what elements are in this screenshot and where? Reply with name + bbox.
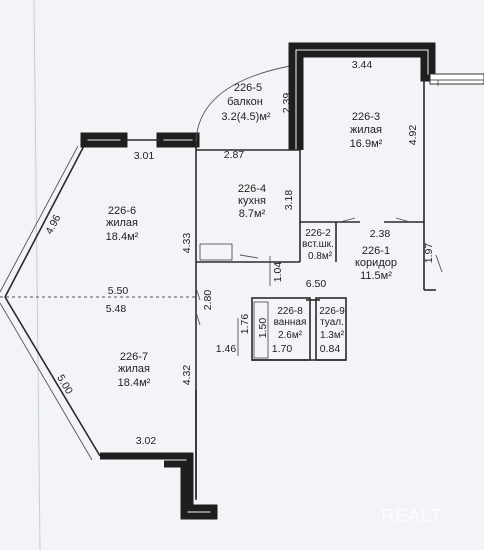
room-226-3: 226-3 жилая 16.9м² (350, 111, 383, 150)
door-swing (195, 311, 201, 326)
dimension-label: 2.38 (370, 228, 391, 240)
window-frame-right (429, 73, 484, 85)
svg-text:коридор: коридор (355, 257, 397, 269)
kitchen-stove (199, 243, 233, 261)
door-swing (195, 287, 201, 301)
dimension-label: 1.97 (423, 243, 435, 264)
svg-text:балкон: балкон (227, 96, 263, 108)
dimension-label: 4.96 (43, 213, 63, 237)
room-226-7: 226-7 жилая 18.4м² (118, 351, 151, 389)
svg-text:226-8: 226-8 (277, 306, 303, 317)
svg-text:ванная: ванная (274, 317, 307, 328)
dimension-label: 1.04 (272, 262, 284, 283)
door-swing (339, 217, 356, 223)
left-lower-angled-wall (4, 296, 101, 457)
room-226-4: 226-4 кухня 8.7м² (238, 183, 266, 220)
window-frame (156, 132, 200, 148)
dimension-label: 1.70 (272, 343, 293, 355)
dimension-label: 6.50 (306, 278, 327, 290)
outer-wall-226-7 (164, 452, 218, 520)
dimension-label: 3.01 (134, 150, 155, 162)
room-226-9: 226-9 туал. 1.3м² (319, 306, 345, 341)
watermark-logo: REALT (381, 506, 443, 526)
dimension-label: 0.84 (320, 343, 341, 355)
dimension-label: 2.87 (224, 149, 245, 161)
dimension-label: 2.80 (202, 290, 214, 311)
paper-fold-line (33, 0, 41, 550)
dimension-label: 1.76 (239, 314, 251, 335)
dimension-label: 4.33 (181, 233, 193, 254)
svg-text:18.4м²: 18.4м² (106, 231, 139, 243)
svg-text:226-1: 226-1 (362, 245, 390, 257)
svg-text:226-4: 226-4 (238, 183, 266, 195)
svg-text:16.9м²: 16.9м² (350, 138, 383, 150)
room-226-1: 226-1 коридор 11.5м² (355, 245, 397, 282)
svg-text:кухня: кухня (238, 195, 266, 207)
window-frame (80, 132, 128, 148)
dimension-label: 1.46 (216, 343, 237, 355)
dimension-labels: 3.44 2.39 4.92 3.01 2.87 4.96 3.18 4.33 … (43, 59, 435, 447)
svg-text:1.3м²: 1.3м² (320, 330, 345, 341)
svg-text:0.8м²: 0.8м² (308, 251, 333, 262)
entry-door (435, 254, 443, 273)
svg-text:18.4м²: 18.4м² (118, 377, 151, 389)
svg-text:226-6: 226-6 (108, 205, 136, 217)
svg-text:226-5: 226-5 (234, 82, 262, 94)
outer-wall-room-226-3 (288, 42, 436, 150)
room-226-6: 226-6 жилая 18.4м² (106, 205, 139, 243)
svg-text:жилая: жилая (118, 363, 150, 375)
dimension-label: 1.50 (257, 318, 269, 339)
dimension-label: 3.02 (136, 435, 157, 447)
svg-text:226-7: 226-7 (120, 351, 148, 363)
left-upper-dim-line (0, 145, 79, 293)
left-lower-dim-line (0, 302, 93, 461)
dimension-label: 4.92 (407, 125, 419, 146)
svg-text:226-9: 226-9 (319, 306, 345, 317)
dimension-label: 4.32 (181, 365, 193, 386)
dimension-label: 2.39 (281, 93, 293, 114)
svg-text:3.2(4.5)м²: 3.2(4.5)м² (221, 111, 270, 123)
room-226-8: 226-8 ванная 2.6м² (274, 306, 307, 341)
svg-text:туал.: туал. (320, 317, 344, 328)
svg-text:вст.шк.: вст.шк. (302, 239, 334, 250)
svg-text:11.5м²: 11.5м² (360, 270, 392, 282)
room-226-2: 226-2 вст.шк. 0.8м² (302, 228, 334, 262)
svg-text:226-2: 226-2 (305, 228, 331, 239)
door-swing (395, 217, 411, 223)
svg-text:2.6м²: 2.6м² (278, 330, 303, 341)
svg-text:жилая: жилая (350, 124, 382, 136)
kitchen-door (239, 254, 259, 259)
dimension-label: 5.50 (108, 285, 129, 297)
room-226-5: 226-5 балкон 3.2(4.5)м² (221, 82, 270, 123)
bathtub (253, 301, 269, 359)
dimension-label: 5.48 (106, 303, 127, 315)
svg-text:жилая: жилая (106, 217, 138, 229)
svg-text:8.7м²: 8.7м² (239, 208, 266, 220)
dimension-label: 3.18 (283, 190, 295, 211)
left-upper-angled-wall (4, 141, 87, 298)
svg-text:226-3: 226-3 (352, 111, 380, 123)
dimension-label: 3.44 (352, 59, 373, 71)
balcony-arc (195, 65, 291, 143)
